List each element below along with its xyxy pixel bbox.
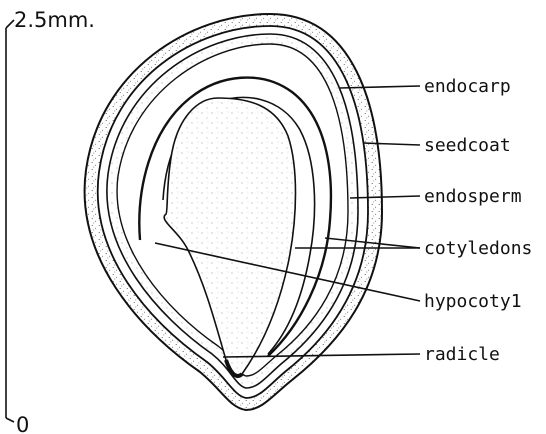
label-radicle: radicle — [424, 344, 500, 365]
scale-top-label: 2.5mm. — [14, 8, 95, 32]
label-endosperm: endosperm — [424, 186, 522, 207]
scale-bar — [6, 20, 14, 422]
label-seedcoat: seedcoat — [424, 135, 511, 156]
scale-bottom-label: 0 — [16, 413, 29, 434]
label-endocarp: endocarp — [424, 76, 511, 97]
label-hypocotyl: hypocoty1 — [424, 291, 522, 312]
label-cotyledons: cotyledons — [424, 238, 532, 259]
